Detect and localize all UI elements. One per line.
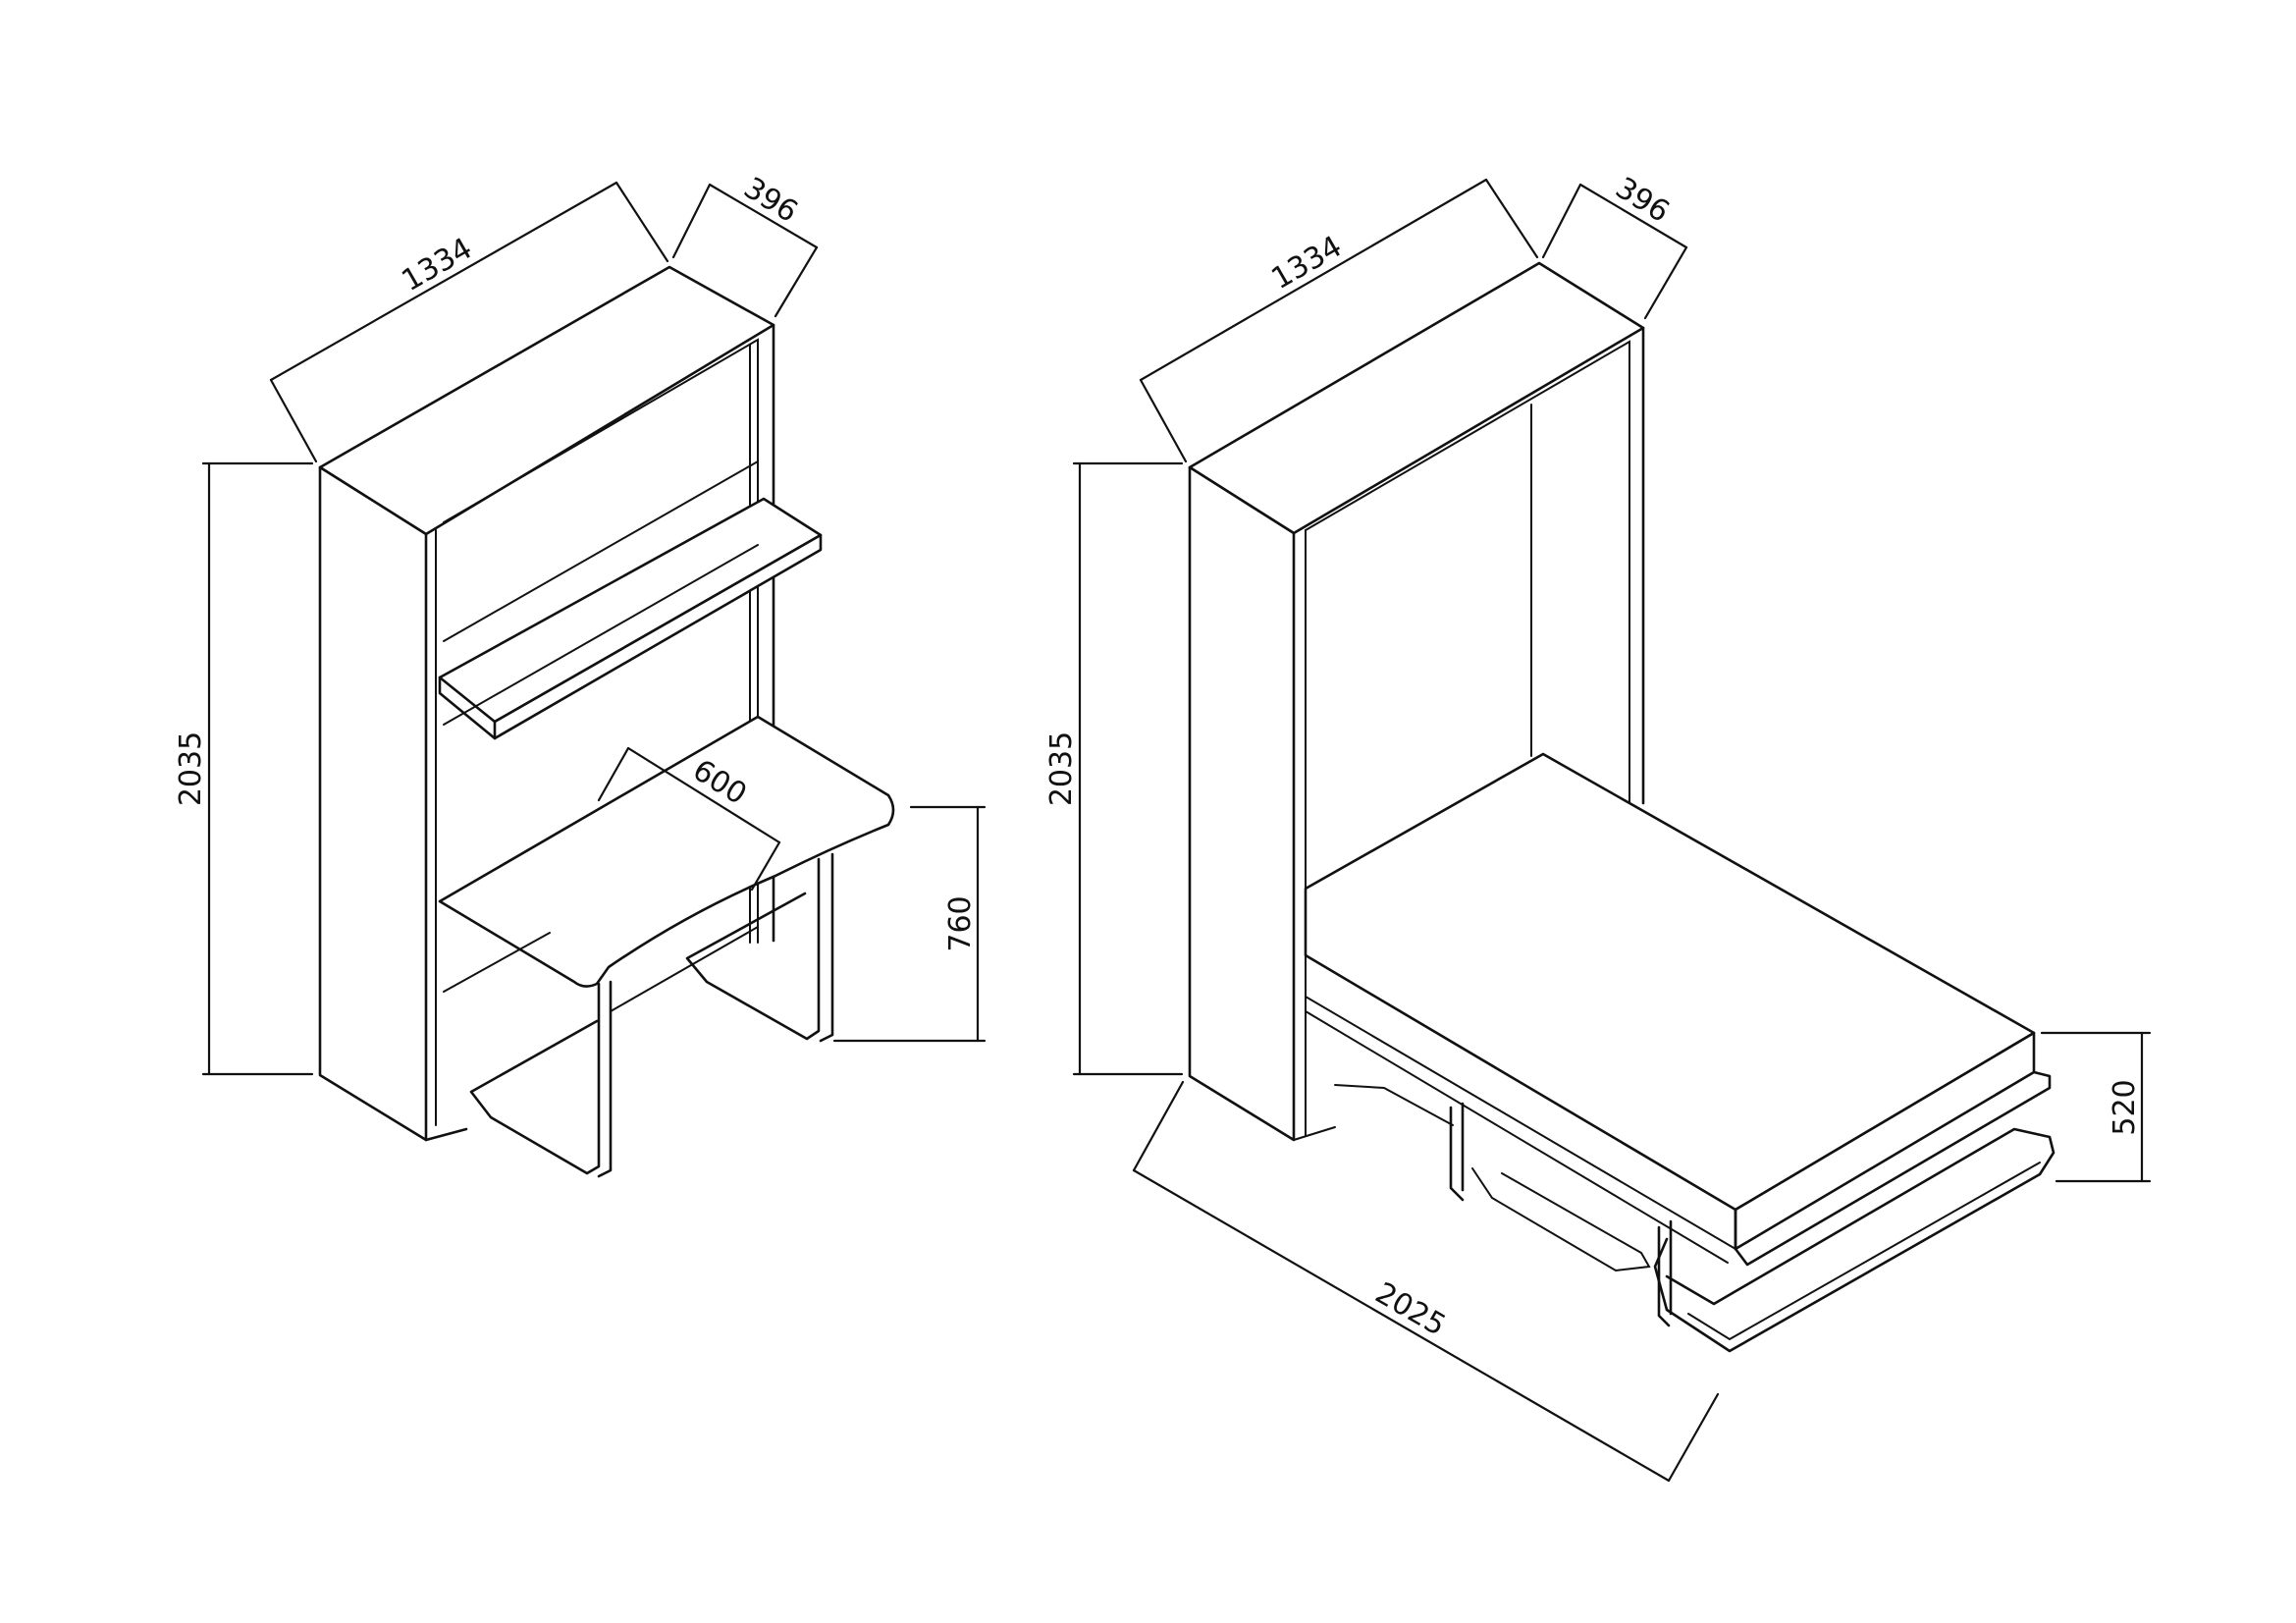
- dim-desk-height-760: 760: [832, 805, 987, 1043]
- bed-cabinet-top: [1188, 261, 1645, 535]
- dim-text-width-left: 1334: [396, 232, 478, 298]
- dim-bed-height-520: 520: [2040, 1031, 2152, 1183]
- mattress-top: [1304, 752, 2036, 1212]
- dim-text-height-left: 2035: [174, 731, 208, 806]
- bed-view: 1334 396 2035 2025 520: [1044, 171, 2152, 1483]
- bed-frame-rail: [1734, 1070, 2052, 1267]
- desk-view: 1334 396 2035 600 760: [174, 171, 987, 1178]
- dim-text-height-right: 2035: [1044, 731, 1079, 806]
- dim-text-length: 2025: [1369, 1276, 1452, 1343]
- bed-cabinet-left-side: [1188, 465, 1296, 1142]
- dim-text-desk-height: 760: [943, 895, 978, 951]
- desk-leg-back: [685, 857, 821, 1041]
- dim-height-2035-left: 2035: [174, 461, 314, 1076]
- cabinet-top: [318, 265, 775, 536]
- dim-text-bed-height: 520: [2108, 1079, 2142, 1135]
- desk-leg-front: [469, 982, 601, 1175]
- desk-top: [438, 715, 895, 988]
- bed-frame-foot: [1653, 1127, 2056, 1353]
- dim-height-2035-right: 2035: [1044, 461, 1184, 1076]
- cabinet-left-side: [318, 465, 428, 1142]
- bed-leg-front: [1657, 1225, 1671, 1327]
- bed-leg-back: [1449, 1106, 1465, 1202]
- dim-text-width-right: 1334: [1265, 230, 1348, 297]
